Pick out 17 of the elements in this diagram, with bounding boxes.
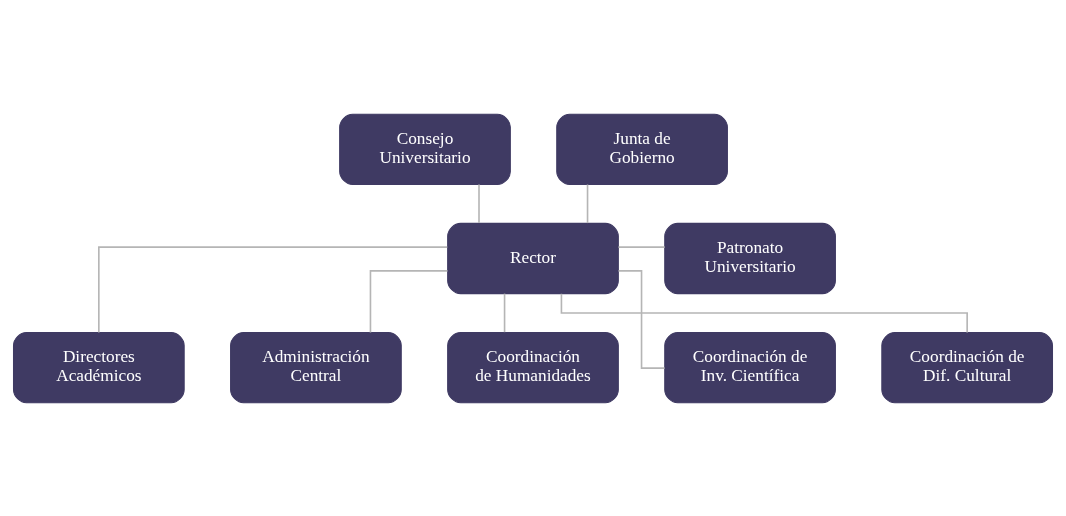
connector <box>478 183 480 224</box>
connector <box>560 292 968 333</box>
node-box: Coordinación de Dif. Cultural <box>881 331 1053 403</box>
connector <box>617 269 666 369</box>
node-box: Coordinación de Inv. Científica <box>664 331 836 403</box>
node-box: Rector <box>447 222 619 294</box>
connector <box>369 269 449 333</box>
connector <box>617 245 666 248</box>
connector <box>98 245 449 333</box>
node-box: Consejo Universitario <box>339 113 511 185</box>
node-box: Junta de Gobierno <box>556 113 728 185</box>
node-box: Directores Académicos <box>13 331 185 403</box>
connector <box>586 183 589 224</box>
node-box: Coordinación de Humanidades <box>447 331 619 403</box>
node-box: Patronato Universitario <box>664 222 836 294</box>
node-box: Administración Central <box>230 331 402 403</box>
connector <box>503 292 506 333</box>
